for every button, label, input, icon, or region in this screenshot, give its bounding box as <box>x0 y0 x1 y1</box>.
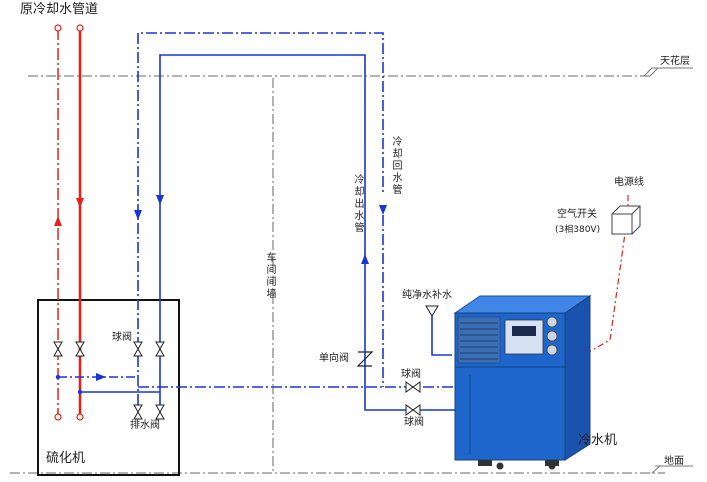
power-line <box>579 195 629 358</box>
makeup-water-line <box>425 305 452 356</box>
check-valve <box>356 351 374 367</box>
ball-valve-label-chiller-lower: 球阀 <box>404 417 424 428</box>
ground-line <box>10 465 693 474</box>
check-valve-label: 单向阀 <box>319 353 349 364</box>
ball-valve-label-top: 球阀 <box>112 332 132 343</box>
source-pipe-label: 原冷却水管道 <box>20 2 99 17</box>
ceiling-label: 天花层 <box>660 56 690 67</box>
chiller-unit <box>453 295 592 470</box>
ground-label: 地面 <box>664 456 684 467</box>
original-water-pipes <box>54 24 84 421</box>
cooling-return-pipe <box>134 32 455 405</box>
vulcanizer-internal-pipes <box>55 373 160 395</box>
supply-pipe-label: 冷却出水管 <box>352 174 363 234</box>
ceiling-line <box>28 67 693 77</box>
vulcanizer-label: 硫化机 <box>46 451 86 466</box>
ball-valve-label-chiller-upper: 球阀 <box>401 369 421 380</box>
air-switch-spec-label: (3相380V) <box>555 225 601 235</box>
valves <box>53 341 421 420</box>
return-pipe-label: 冷却回水管 <box>390 136 401 196</box>
workshop-wall-label: 车间间墙 <box>264 252 275 300</box>
power-line-label: 电源线 <box>614 177 644 188</box>
makeup-water-label: 纯净水补水 <box>402 290 452 301</box>
cooling-supply-pipe <box>156 54 455 411</box>
drain-valve-label: 排水阀 <box>130 420 160 431</box>
air-switch-box <box>611 205 641 235</box>
chiller-label: 冷水机 <box>578 433 618 448</box>
air-switch-label: 空气开关 <box>557 209 597 220</box>
